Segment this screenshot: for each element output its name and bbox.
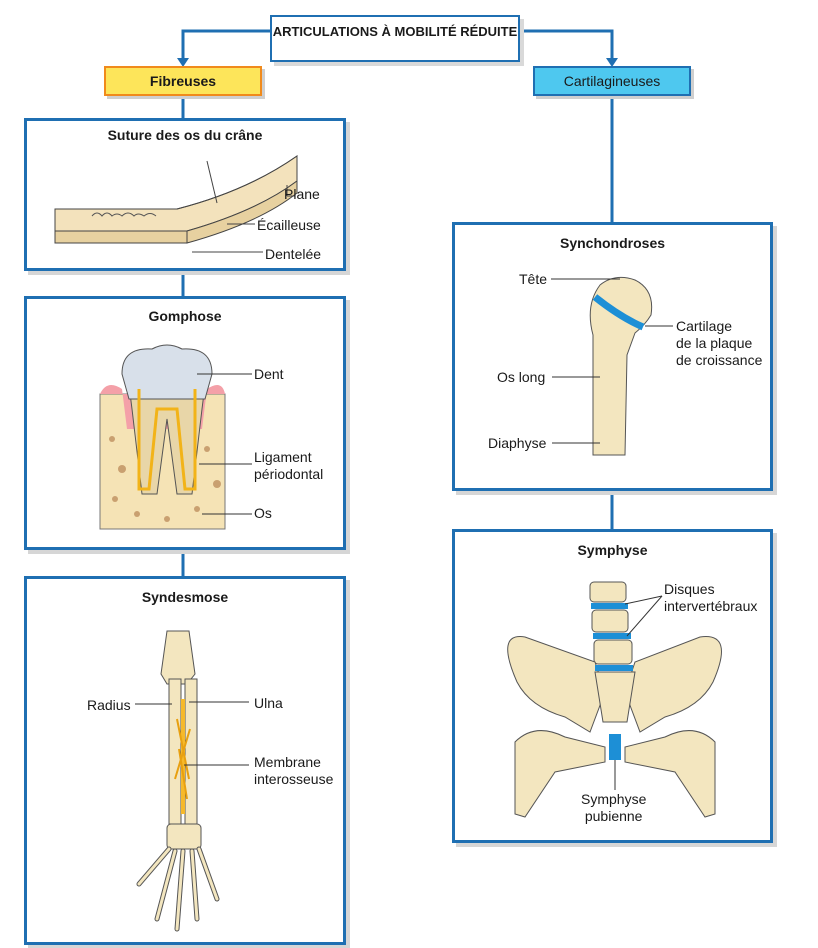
category-cartilaginous: Cartilagineuses [533, 66, 691, 96]
panel-suture: Suture des os du crâne Plane Écailleuse … [24, 118, 346, 271]
label-radius: Radius [87, 697, 131, 713]
label-growth-plate-cartilage: Cartilage de la plaque de croissance [676, 318, 763, 368]
panel-gomphose: Gomphose Dent Ligament périodontal Os [24, 296, 346, 550]
label-squamous: Écailleuse [257, 217, 321, 233]
forearm-illustration [135, 630, 249, 932]
root-title: ARTICULATIONS À MOBILITÉ RÉDUITE [272, 24, 518, 39]
panel-synchondroses-title: Synchondroses [559, 235, 666, 251]
label-plane: Plane [284, 186, 320, 202]
tooth-illustration [99, 344, 252, 530]
panel-suture-title: Suture des os du crâne [107, 127, 263, 143]
label-diaphysis: Diaphyse [488, 435, 547, 451]
label-serrate: Dentelée [265, 246, 322, 262]
label-tooth: Dent [254, 366, 284, 382]
panel-synchondroses: Synchondroses Tête Cartilage de la plaqu… [452, 222, 773, 491]
label-ulna: Ulna [254, 695, 283, 711]
pelvis-illustration [507, 581, 722, 818]
panel-symphyse-title: Symphyse [577, 542, 648, 558]
label-intervertebral-discs: Disques intervertébraux [664, 581, 758, 614]
long-bone-illustration [551, 276, 673, 456]
label-bone: Os [254, 505, 272, 521]
skull-suture-illustration [54, 155, 298, 253]
root-title-box: ARTICULATIONS À MOBILITÉ RÉDUITE [270, 15, 520, 62]
category-cartilaginous-label: Cartilagineuses [563, 73, 661, 89]
panel-syndesmose-title: Syndesmose [141, 589, 229, 605]
label-long-bone: Os long [497, 369, 546, 385]
label-periodontal-ligament: Ligament périodontal [254, 449, 324, 482]
panel-syndesmose: Syndesmose Radius Ulna Membrane inteross… [24, 576, 346, 945]
label-interosseous-membrane: Membrane interosseuse [254, 754, 334, 787]
panel-symphyse: Symphyse Disques intervertébraux Symphys… [452, 529, 773, 843]
category-fibrous: Fibreuses [104, 66, 262, 96]
panel-gomphose-title: Gomphose [148, 308, 222, 324]
label-head: Tête [519, 271, 548, 287]
category-fibrous-label: Fibreuses [149, 73, 217, 89]
label-pubic-symphysis: Symphyse pubienne [581, 791, 647, 824]
